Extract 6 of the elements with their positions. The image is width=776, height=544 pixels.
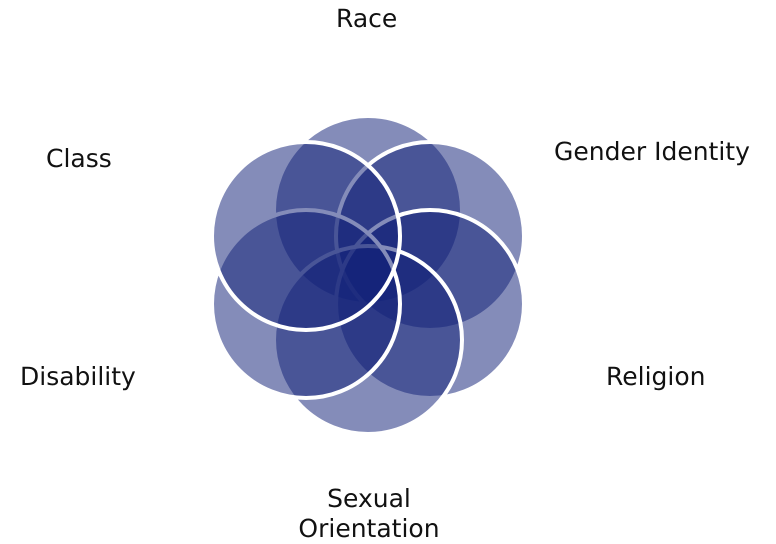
category-label: Religion <box>606 362 706 392</box>
category-label: Sexual Orientation <box>297 484 441 544</box>
category-label: Disability <box>20 362 136 392</box>
category-label: Race <box>336 4 398 34</box>
category-label: Class <box>46 144 112 174</box>
category-label: Gender Identity <box>554 137 750 167</box>
